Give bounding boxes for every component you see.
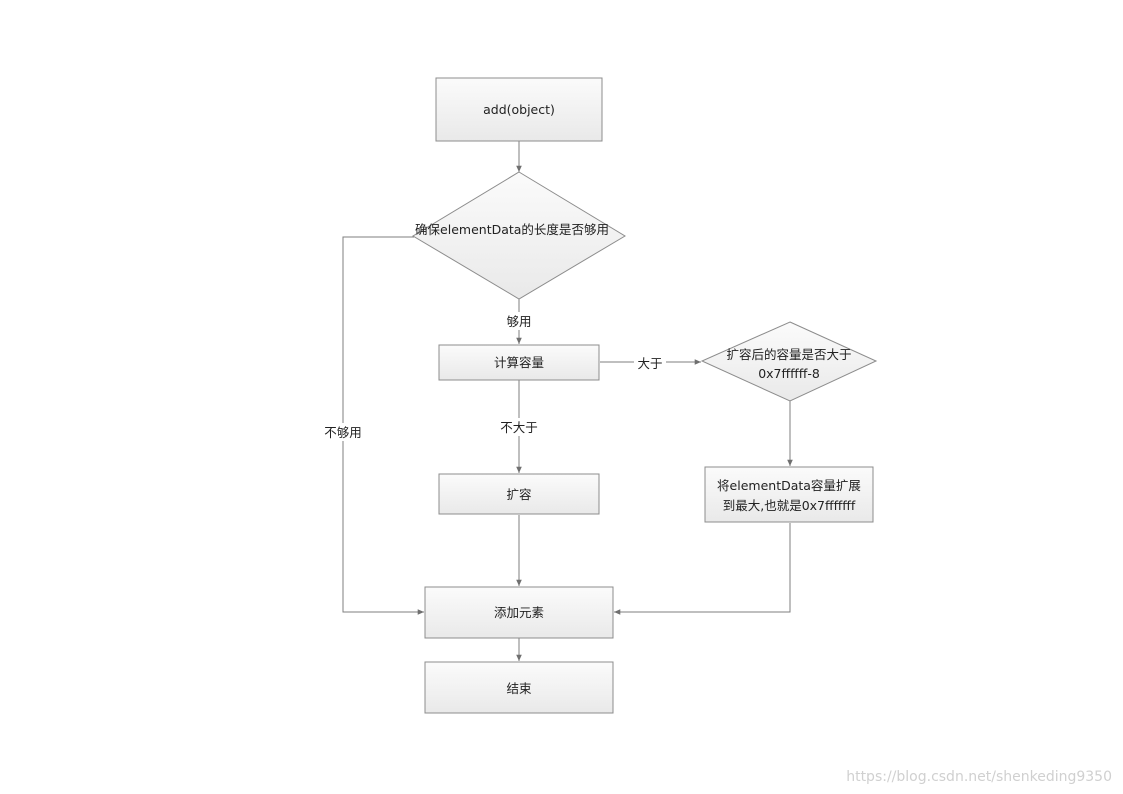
node-max-expand-line2: 到最大,也就是0x7fffffff	[723, 498, 856, 513]
edge-labels: 够用 不够用 大于 不大于	[320, 312, 666, 441]
label-enough: 够用	[506, 314, 531, 329]
node-expand: 扩容	[438, 473, 600, 515]
label-greater: 大于	[637, 356, 662, 371]
watermark-text: https://blog.csdn.net/shenkeding9350	[846, 769, 1112, 785]
node-capacity-check-line2: 0x7ffffff-8	[758, 366, 820, 381]
node-capacity-check-line1: 扩容后的容量是否大于	[726, 347, 851, 362]
node-end: 结束	[424, 661, 614, 714]
label-not-greater: 不大于	[500, 420, 538, 435]
node-expand-label: 扩容	[506, 487, 531, 502]
node-check-length: 确保elementData的长度是否够用	[412, 171, 626, 300]
node-calc-capacity: 计算容量	[438, 344, 600, 381]
node-add-element-label: 添加元素	[494, 605, 544, 620]
node-check-length-label: 确保elementData的长度是否够用	[415, 222, 609, 237]
node-max-expand: 将elementData容量扩展 到最大,也就是0x7fffffff	[704, 466, 874, 523]
node-calc-capacity-label: 计算容量	[494, 355, 544, 370]
node-capacity-check: 扩容后的容量是否大于 0x7ffffff-8	[700, 321, 878, 402]
label-not-enough: 不够用	[324, 425, 362, 440]
node-add-element: 添加元素	[424, 586, 614, 639]
node-add-label: add(object)	[483, 102, 555, 117]
edge-maxexpand-to-add-elem	[614, 523, 791, 615]
node-max-expand-line1: 将elementData容量扩展	[717, 478, 861, 493]
node-add: add(object)	[435, 77, 603, 142]
node-end-label: 结束	[506, 681, 532, 696]
